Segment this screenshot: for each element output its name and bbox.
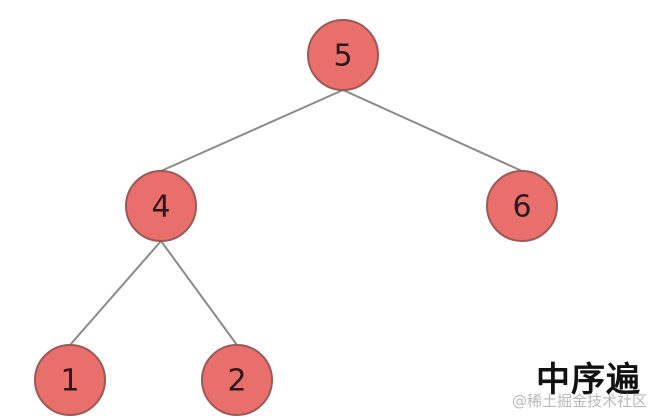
edge-n5-n4 bbox=[160, 89, 344, 172]
node-label: 6 bbox=[512, 190, 531, 225]
node-circle bbox=[125, 170, 197, 242]
edge-n4-n2 bbox=[160, 240, 238, 346]
watermark-text: @稀土掘金技术社区 bbox=[512, 392, 648, 410]
node-label: 5 bbox=[333, 39, 352, 74]
tree-node-1: 1 bbox=[34, 344, 106, 416]
tree-node-6: 6 bbox=[486, 170, 558, 242]
edge-n4-n1 bbox=[69, 240, 162, 346]
tree-node-5: 5 bbox=[307, 19, 379, 91]
node-label: 2 bbox=[227, 364, 246, 399]
node-label: 4 bbox=[151, 190, 170, 225]
tree-node-4: 4 bbox=[125, 170, 197, 242]
node-circle bbox=[307, 19, 379, 91]
edge-n5-n6 bbox=[342, 89, 523, 172]
tree-edges bbox=[69, 89, 523, 346]
node-circle bbox=[201, 344, 273, 416]
tree-node-2: 2 bbox=[201, 344, 273, 416]
node-circle bbox=[486, 170, 558, 242]
tree-nodes: 5 4 6 1 2 bbox=[34, 19, 558, 416]
node-label: 1 bbox=[60, 364, 79, 399]
caption-text: 中序遍 bbox=[536, 360, 641, 400]
node-circle bbox=[34, 344, 106, 416]
